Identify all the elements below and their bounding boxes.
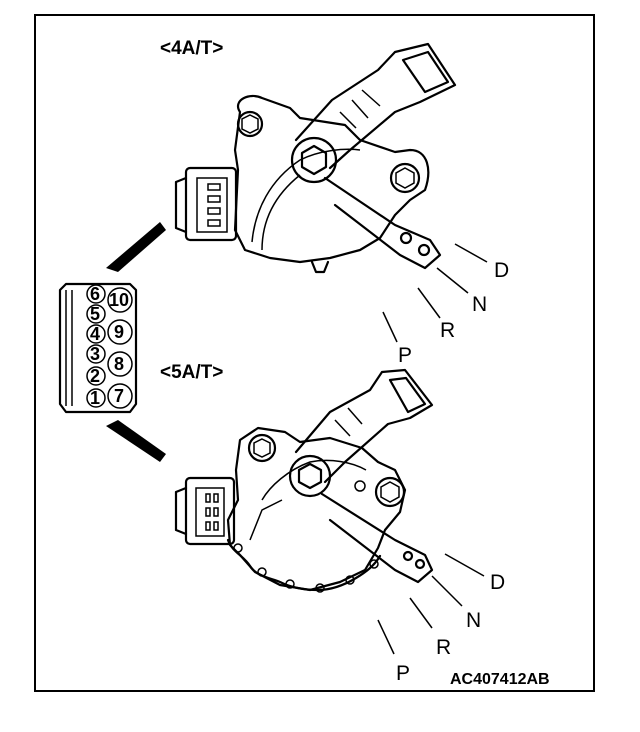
pin-1: 1	[90, 388, 100, 408]
pin-3: 3	[90, 344, 100, 364]
pin-8: 8	[114, 354, 124, 374]
switch-5at-body	[174, 426, 407, 593]
pin-4: 4	[90, 324, 100, 344]
position-label-r-5at: R	[436, 636, 451, 659]
lever-5at	[294, 368, 434, 584]
position-label-d-4at: D	[494, 259, 509, 282]
pin-7: 7	[114, 386, 124, 406]
switch-4at-body	[174, 94, 430, 274]
leaders-4at	[382, 243, 488, 343]
title-4at: <4A/T>	[160, 38, 223, 59]
position-label-r-4at: R	[440, 319, 455, 342]
connector-detail: 6 5 4 3 2 1 10 9 8 7	[58, 222, 166, 462]
figure-code: AC407412AB	[450, 671, 550, 688]
pin-10: 10	[109, 290, 129, 310]
lever-4at	[294, 42, 457, 270]
position-label-n-5at: N	[466, 609, 481, 632]
pin-5: 5	[90, 304, 100, 324]
title-5at: <5A/T>	[160, 362, 223, 383]
position-label-p-4at: P	[398, 344, 412, 367]
position-label-n-4at: N	[472, 293, 487, 316]
position-label-p-5at: P	[396, 662, 410, 685]
pin-2: 2	[90, 366, 100, 386]
figure-border	[34, 14, 595, 692]
pin-6: 6	[90, 284, 100, 304]
leaders-5at	[377, 553, 485, 655]
connector-pins-left: 6 5 4 3 2 1	[86, 284, 106, 408]
position-label-d-5at: D	[490, 571, 505, 594]
connector-pins-right: 10 9 8 7	[107, 287, 133, 409]
pin-9: 9	[114, 322, 124, 342]
